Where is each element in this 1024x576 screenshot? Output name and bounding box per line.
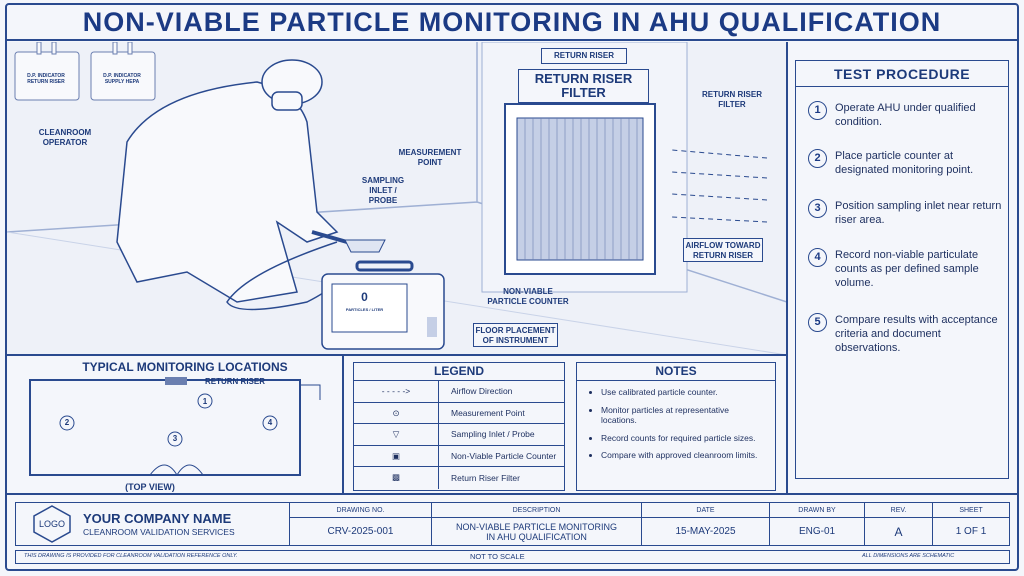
step-number: 3: [808, 199, 827, 218]
step-text: Place particle counter at designated mon…: [835, 150, 974, 176]
counter-icon: ▣: [354, 445, 439, 466]
header-cell: REV.: [864, 502, 933, 518]
procedure-step: 3 Position sampling inlet near return ris…: [808, 199, 1008, 227]
top-view-floor-plan: [29, 377, 321, 476]
dp-indicator-icons: [14, 42, 156, 101]
legend-item: ▩ Return Riser Filter: [354, 467, 564, 489]
return-riser-filter-header: RETURN RISER FILTER: [518, 69, 649, 103]
sheet: 1 OF 1: [932, 517, 1010, 546]
legend-panel: LEGEND - - - - -> Airflow Direction ⊙ Meas…: [353, 362, 565, 491]
locations-title: TYPICAL MONITORING LOCATIONS: [82, 360, 288, 374]
airflow-arrows-icon: [671, 149, 768, 223]
filter-icon: ▩: [354, 467, 439, 489]
illustration: [7, 42, 787, 355]
procedure-step: 5 Compare results with acceptance criteri…: [808, 313, 1008, 355]
note-item: Record counts for required particle size…: [601, 433, 767, 444]
dp-label: D.P. INDICATOR: [103, 73, 141, 79]
title-block-table: DRAWING NO. DESCRIPTION DATE DRAWN BY RE…: [289, 502, 1010, 546]
footer-scale: NOT TO SCALE: [470, 552, 525, 561]
drawing-number: CRV-2025-001: [289, 517, 432, 546]
divider: [342, 355, 344, 493]
step-text: Operate AHU under qualified condition.: [835, 102, 976, 128]
legend-item: ⊙ Measurement Point: [354, 402, 564, 424]
location-point: 3: [172, 434, 178, 443]
test-procedure-title: TEST PROCEDURE: [796, 61, 1008, 87]
legend-label: Measurement Point: [451, 407, 525, 418]
dp-label: SUPPLY HEPA: [104, 79, 140, 85]
note-item: Use calibrated particle counter.: [601, 387, 767, 398]
return-riser-sign: RETURN RISER: [541, 48, 627, 64]
footer-dimensions: ALL DIMENSIONS ARE SCHEMATIC: [862, 553, 955, 559]
location-point: 1: [202, 397, 208, 406]
test-procedure-panel: TEST PROCEDURE 1 Operate AHU under qualif…: [795, 60, 1009, 479]
header-cell: DATE: [641, 502, 770, 518]
legend-item: ▣ Non-Viable Particle Counter: [354, 445, 564, 467]
date: 15-MAY-2025: [641, 517, 770, 546]
sampling-inlet-label: SAMPLING INLET / PROBE: [361, 176, 405, 205]
airflow-label: AIRFLOW TOWARD RETURN RISER: [683, 238, 763, 262]
divider: [7, 354, 787, 356]
divider: [786, 42, 788, 493]
revision: A: [864, 517, 933, 546]
procedure-step: 4 Record non-viable particulate counts as…: [808, 248, 1008, 290]
page-title: NON-VIABLE PARTICLE MONITORING IN AHU QU…: [5, 3, 1019, 41]
notes-panel: NOTES Use calibrated particle counter. M…: [576, 362, 776, 491]
legend-label: Non-Viable Particle Counter: [451, 450, 557, 461]
funnel-icon: ▽: [354, 424, 439, 445]
step-text: Record non-viable particulate counts as …: [835, 249, 979, 289]
return-riser-filter: [504, 103, 656, 275]
counter-unit: PARTICLES / LITER: [345, 307, 384, 312]
procedure-step: 2 Place particle counter at designated mo…: [808, 149, 1008, 177]
header-cell: DRAWN BY: [769, 502, 865, 518]
dashed-arrow-icon: - - - - ->: [354, 381, 439, 402]
counter-reading: 0: [361, 290, 368, 304]
divider: [5, 493, 1019, 495]
procedure-step: 1 Operate AHU under qualified condition.: [808, 101, 1008, 129]
particle-counter: [321, 239, 445, 350]
note-item: Compare with approved cleanroom limits.: [601, 450, 767, 461]
legend-label: Airflow Direction: [451, 386, 513, 397]
notes-title: NOTES: [577, 363, 775, 381]
return-riser-plan-label: RETURN RISER: [205, 377, 266, 386]
return-riser-filter-label: RETURN RISER FILTER: [702, 90, 763, 109]
dp-label: D.P. INDICATOR: [27, 73, 65, 79]
drawn-by: ENG-01: [769, 517, 865, 546]
step-number: 5: [808, 313, 827, 332]
top-view-label: (TOP VIEW): [125, 482, 175, 492]
logo-hexagon-icon: [33, 505, 71, 543]
step-text: Compare results with acceptance criteria…: [835, 314, 998, 354]
company-name: YOUR COMPANY NAME: [83, 511, 232, 526]
location-point: 2: [64, 418, 70, 427]
floor-placement-label: FLOOR PLACEMENT OF INSTRUMENT: [473, 323, 558, 347]
step-text: Position sampling inlet near return rise…: [835, 200, 1002, 226]
cleanroom-operator-figure: [116, 59, 339, 303]
counter-label: NON-VIABLE PARTICLE COUNTER: [487, 287, 569, 306]
company-subtitle: CLEANROOM VALIDATION SERVICES: [83, 527, 235, 537]
description: NON-VIABLE PARTICLE MONITORING IN AHU QU…: [431, 517, 642, 546]
logo-text: LOGO: [38, 519, 65, 529]
measurement-point-label: MEASUREMENT POINT: [398, 148, 462, 167]
target-icon: ⊙: [354, 402, 439, 423]
header-cell: DRAWING NO.: [289, 502, 432, 518]
footer-bar: [15, 550, 1010, 564]
header-cell: SHEET: [932, 502, 1010, 518]
legend-label: Return Riser Filter: [451, 472, 520, 483]
note-item: Monitor particles at representative loca…: [601, 405, 767, 426]
legend-item: - - - - -> Airflow Direction: [354, 381, 564, 403]
step-number: 4: [808, 248, 827, 267]
footer-disclaimer: THIS DRAWING IS PROVIDED FOR CLEANROOM V…: [24, 553, 238, 559]
step-number: 2: [808, 149, 827, 168]
cleanroom-operator-label: CLEANROOM OPERATOR: [38, 128, 92, 147]
header-cell: DESCRIPTION: [431, 502, 642, 518]
legend-item: ▽ Sampling Inlet / Probe: [354, 424, 564, 446]
step-number: 1: [808, 101, 827, 120]
legend-label: Sampling Inlet / Probe: [451, 429, 535, 440]
legend-title: LEGEND: [354, 363, 564, 381]
drawing-frame: [5, 3, 1019, 571]
dp-label: RETURN RISER: [27, 79, 65, 85]
location-point: 4: [267, 418, 273, 427]
